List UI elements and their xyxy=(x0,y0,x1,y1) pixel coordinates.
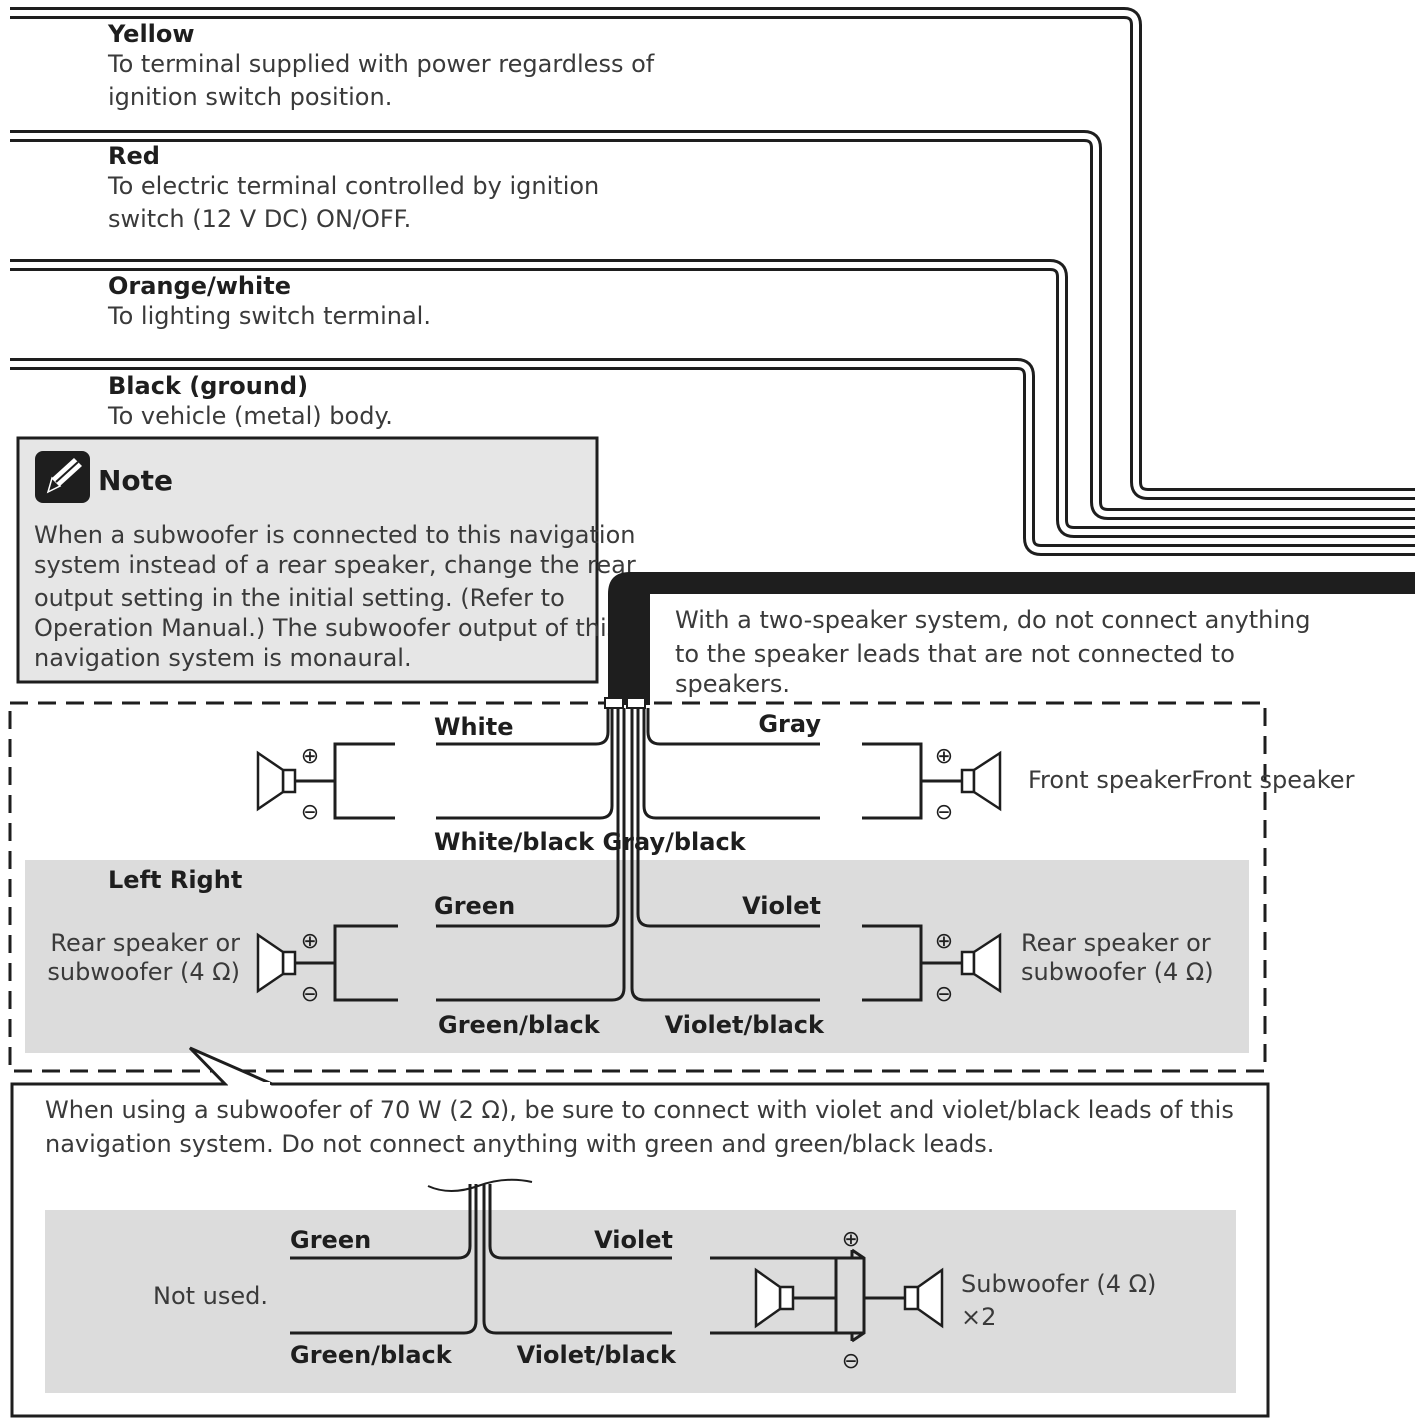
minus-icon: ⊖ xyxy=(935,800,953,825)
plus-icon: ⊕ xyxy=(935,744,953,769)
speaker-lead-labels: White Gray White/black Gray/black Left R… xyxy=(47,710,1354,1039)
red-desc-1: To electric terminal controlled by ignit… xyxy=(107,172,599,200)
gray-label: Gray xyxy=(758,710,821,738)
white-label: White xyxy=(434,713,514,741)
white-black-gray-black-label: White/black Gray/black xyxy=(434,828,747,856)
speaker-icon xyxy=(903,1267,944,1329)
speaker-icon xyxy=(256,932,297,994)
connector-right xyxy=(626,697,646,709)
rear-left-speaker: ⊕ ⊖ xyxy=(256,924,398,1007)
note-line-2: system instead of a rear speaker, change… xyxy=(34,551,636,579)
subwoofer-callout-line-2: navigation system. Do not connect anythi… xyxy=(45,1130,994,1158)
left-right-label: Left Right xyxy=(108,866,242,894)
speaker-lead-wires xyxy=(436,708,820,1002)
yellow-desc-1: To terminal supplied with power regardle… xyxy=(107,50,655,78)
black-ground-desc: To vehicle (metal) body. xyxy=(107,402,393,430)
cut-mark xyxy=(427,1178,533,1192)
sub-green-black-wire xyxy=(290,1184,478,1335)
pencil-icon xyxy=(35,451,90,503)
speaker-icon xyxy=(754,1267,795,1329)
violet-label: Violet xyxy=(742,892,821,920)
power-lead-labels: Yellow To terminal supplied with power r… xyxy=(107,20,655,430)
black-ground-label: Black (ground) xyxy=(108,372,308,400)
plus-icon: ⊕ xyxy=(301,744,319,769)
subwoofer-label-1: Subwoofer (4 Ω) xyxy=(961,1270,1156,1298)
violet-black-wire xyxy=(630,708,820,1002)
main-cable xyxy=(608,572,1415,705)
speaker-icon xyxy=(960,932,1002,994)
yellow-label: Yellow xyxy=(107,20,195,48)
minus-icon: ⊖ xyxy=(842,1349,860,1374)
note-line-1: When a subwoofer is connected to this na… xyxy=(34,521,636,549)
note-line-4: Operation Manual.) The subwoofer output … xyxy=(34,614,619,642)
violet-wire xyxy=(636,708,820,928)
dual-subwoofer: ⊕ ⊖ xyxy=(710,1227,944,1374)
rear-right-label-1: Rear speaker or xyxy=(1021,929,1211,957)
minus-icon: ⊖ xyxy=(935,982,953,1007)
minus-icon: ⊖ xyxy=(301,982,319,1007)
subwoofer-callout: When using a subwoofer of 70 W (2 Ω), be… xyxy=(10,1046,1270,1418)
front-speaker-label: Front speakerFront speaker xyxy=(1028,766,1355,794)
power-wires xyxy=(10,7,1415,556)
note-box: Note When a subwoofer is connected to th… xyxy=(16,436,636,684)
green-label: Green xyxy=(434,892,515,920)
yellow-desc-2: ignition switch position. xyxy=(108,83,392,111)
orange-white-desc: To lighting switch terminal. xyxy=(107,302,431,330)
orange-white-label: Orange/white xyxy=(108,272,291,300)
green-black-label: Green/black xyxy=(438,1011,601,1039)
sub-violet-black-label: Violet/black xyxy=(517,1341,677,1369)
not-used-label: Not used. xyxy=(153,1282,268,1310)
subwoofer-label-2: ×2 xyxy=(961,1303,996,1331)
green-black-wire xyxy=(436,708,626,1002)
connector-left xyxy=(604,697,624,709)
two-speaker-line-3: speakers. xyxy=(675,670,790,698)
note-line-3: output setting in the initial setting. (… xyxy=(34,584,565,612)
violet-black-label: Violet/black xyxy=(665,1011,825,1039)
sub-violet-black-wire xyxy=(482,1184,672,1335)
plus-icon: ⊕ xyxy=(935,929,953,954)
speaker-icon xyxy=(960,750,1002,812)
plus-icon: ⊕ xyxy=(301,929,319,954)
sub-green-label: Green xyxy=(290,1226,371,1254)
front-left-speaker: ⊕ ⊖ xyxy=(256,742,395,825)
subwoofer-panel xyxy=(45,1210,1236,1393)
two-speaker-line-1: With a two-speaker system, do not connec… xyxy=(675,606,1310,634)
minus-icon: ⊖ xyxy=(301,800,319,825)
plus-icon: ⊕ xyxy=(842,1227,860,1252)
rear-left-label-1: Rear speaker or xyxy=(50,929,240,957)
gray-wire xyxy=(646,708,820,746)
front-right-speaker: ⊕ ⊖ xyxy=(862,742,1002,825)
note-title: Note xyxy=(98,464,173,497)
sub-violet-wire xyxy=(488,1184,672,1260)
rear-left-label-2: subwoofer (4 Ω) xyxy=(47,958,240,986)
red-desc-2: switch (12 V DC) ON/OFF. xyxy=(108,205,411,233)
rear-right-label-2: subwoofer (4 Ω) xyxy=(1021,958,1214,986)
white-wire xyxy=(436,708,610,746)
two-speaker-line-2: to the speaker leads that are not connec… xyxy=(675,640,1235,668)
speaker-icon xyxy=(256,750,297,812)
subwoofer-callout-line-1: When using a subwoofer of 70 W (2 Ω), be… xyxy=(45,1096,1234,1124)
white-black-wire xyxy=(436,708,614,820)
sub-green-wire xyxy=(290,1184,472,1260)
green-wire xyxy=(436,708,620,928)
red-label: Red xyxy=(108,142,160,170)
sub-violet-label: Violet xyxy=(594,1226,673,1254)
gray-black-wire xyxy=(642,708,820,820)
rear-right-speaker: ⊕ ⊖ xyxy=(862,924,1002,1007)
note-line-5: navigation system is monaural. xyxy=(34,644,412,672)
sub-green-black-label: Green/black xyxy=(290,1341,453,1369)
two-speaker-note: With a two-speaker system, do not connec… xyxy=(675,606,1310,698)
